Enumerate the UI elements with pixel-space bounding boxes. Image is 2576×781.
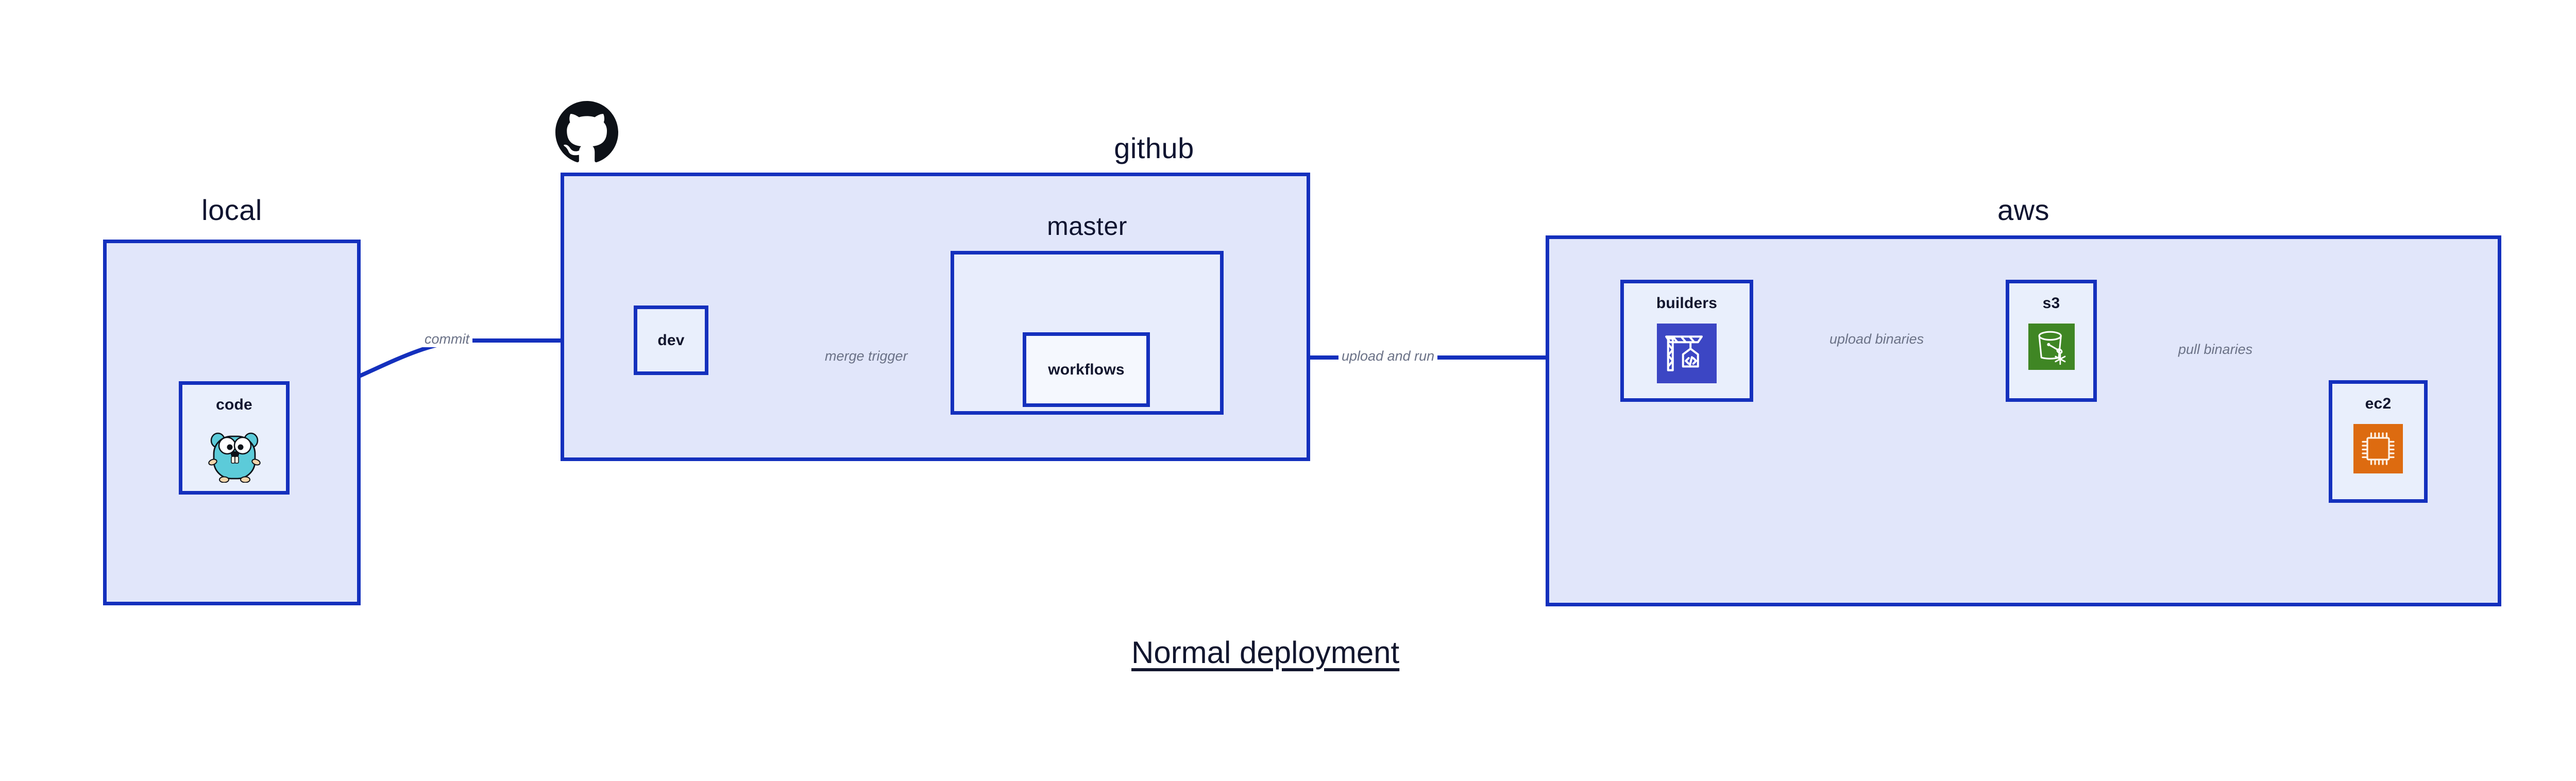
node-builders-label: builders [1656,295,1718,312]
edge-label-upload-and-run: upload and run [1338,348,1438,364]
edge-label-pull-binaries: pull binaries [2175,342,2256,358]
node-s3-label: s3 [2042,295,2060,312]
edge-label-commit: commit [421,331,472,347]
group-label-local: local [201,194,262,226]
node-code[interactable]: code [179,381,290,495]
aws-s3-glacier-icon [2028,324,2075,370]
golang-gopher-icon [207,425,262,483]
node-dev[interactable]: dev [634,305,708,375]
group-label-aws: aws [1997,194,2050,226]
github-octocat-icon [555,101,618,164]
node-workflows[interactable]: workflows [1023,332,1150,407]
node-dev-label: dev [657,331,685,349]
node-builders[interactable]: builders [1620,280,1753,402]
node-s3[interactable]: s3 [2006,280,2097,402]
node-code-label: code [216,396,252,413]
node-workflows-label: workflows [1048,361,1125,378]
group-label-github: github [1114,132,1194,164]
node-ec2-label: ec2 [2365,395,2392,412]
diagram-title: Normal deployment [1131,635,1400,670]
node-ec2[interactable]: ec2 [2329,380,2428,503]
aws-codebuild-icon [1657,324,1717,383]
edge-label-merge-trigger: merge trigger [822,348,911,364]
subgroup-label-master: master [1047,212,1127,241]
edge-label-upload-binaries: upload binaries [1826,331,1927,347]
aws-ec2-icon [2353,424,2403,473]
